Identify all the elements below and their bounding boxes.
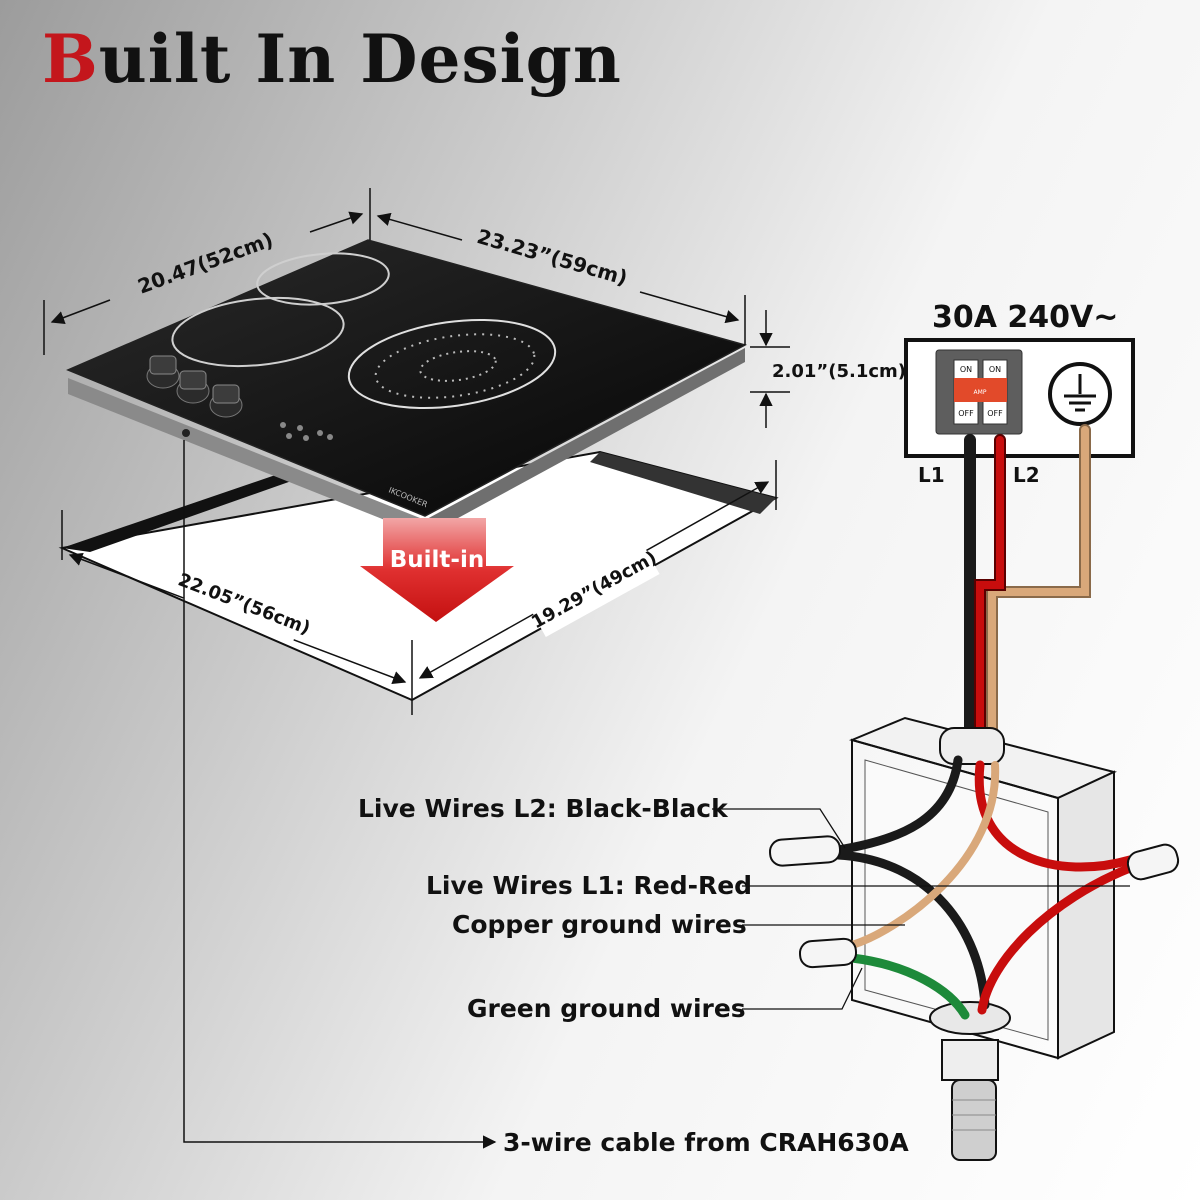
cable-callout: 3-wire cable from CRAH630A <box>503 1128 909 1157</box>
conduit <box>951 1079 997 1161</box>
breaker-rating: 30A 240V~ <box>932 300 1118 335</box>
cable-leader-line <box>183 440 497 1149</box>
title-rest: uilt In Design <box>98 20 622 98</box>
builtin-arrow: Built-in <box>360 518 514 622</box>
callout-green: Green ground wires <box>467 994 746 1023</box>
cooktop: IKCOOKER <box>66 239 748 536</box>
cable-clamp-top <box>939 727 1005 765</box>
touch-controls <box>280 422 333 441</box>
supply-wires <box>964 424 1091 741</box>
wire-nuts <box>768 835 1180 969</box>
off-label-2: OFF <box>987 409 1003 418</box>
off-label-1: OFF <box>958 409 974 418</box>
l1-label: L1 <box>918 463 945 487</box>
on-label-1: ON <box>960 365 972 374</box>
on-label-2: ON <box>989 365 1001 374</box>
burner-left <box>171 296 345 368</box>
amp-label: AMP <box>974 389 987 396</box>
wire-callouts: Live Wires L2: Black-Black Live Wires L1… <box>358 794 1130 1023</box>
callout-l2: Live Wires L2: Black-Black <box>358 794 729 823</box>
breaker-panel: 30A 240V~ ON ON AMP OFF OFF L1 L2 <box>904 300 1135 487</box>
cooktop-height-label: 2.01”(5.1cm) <box>772 361 906 382</box>
cooktop-depth-label: 20.47(52cm) <box>134 227 276 298</box>
control-knobs <box>146 355 243 418</box>
callout-l1: Live Wires L1: Red-Red <box>426 871 752 900</box>
page-title: Built In Design <box>42 20 622 98</box>
title-first-letter: B <box>42 20 99 98</box>
box-wires <box>833 755 1135 1020</box>
callout-copper: Copper ground wires <box>452 910 747 939</box>
burner-large <box>347 318 557 410</box>
l2-label: L2 <box>1013 463 1040 487</box>
builtin-label: Built-in <box>390 547 484 573</box>
burner-back <box>256 252 390 306</box>
